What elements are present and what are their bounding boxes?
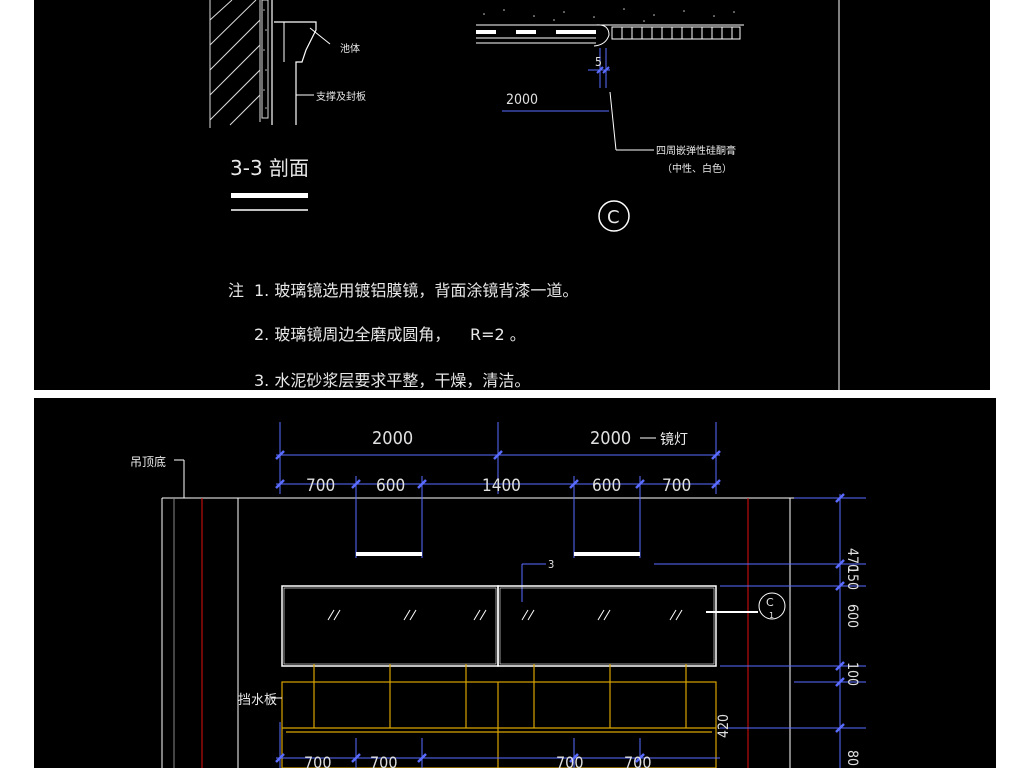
note-1: 1. 玻璃镜选用镀铝膜镜，背面涂镜背漆一道。 [254, 281, 578, 300]
dim-bottom-2: 700 [370, 753, 397, 768]
note-2-radius: R=2 。 [470, 325, 526, 344]
detail-c-circle [598, 200, 630, 232]
dim-right-600: 600 [844, 604, 860, 628]
wall-hatch [209, 0, 261, 128]
dim-overall-2: 2000 [590, 428, 631, 449]
elevation-frame [161, 497, 794, 768]
basin-elevation-drawing: 吊顶底 2000 [130, 422, 866, 768]
mirror-light-left [356, 552, 422, 556]
dimension-ticks [275, 450, 721, 489]
detail-c-label: C [607, 207, 620, 228]
section-title-underline [231, 193, 308, 198]
note-2: 2. 玻璃镜周边全磨成圆角， [254, 325, 450, 344]
dim-right-470: 470 [844, 548, 860, 572]
dim-seg-1: 700 [306, 476, 335, 496]
support-label: 支撑及封板 [316, 90, 366, 103]
top-drawing-panel: 池体 支撑及封板 3-3 剖面 [34, 0, 990, 390]
dim-seg-4: 600 [592, 476, 621, 496]
dim-5-label: 5 [595, 55, 602, 69]
basin-profile [274, 21, 317, 125]
dim-right-80: 80 [844, 750, 860, 766]
bottom-drawing-panel: 吊顶底 2000 [34, 398, 996, 768]
sealant-label-line2: （中性、白色） [662, 162, 732, 175]
sealant-label-line1: 四周嵌弹性硅酮膏 [656, 144, 736, 157]
section-marker-c: C [766, 596, 774, 609]
splash-board-label: 挡水板 [238, 693, 277, 708]
dim-right-150: 150 [844, 566, 860, 590]
section-marker-circle [758, 592, 786, 620]
dim-2000-label: 2000 [506, 92, 538, 108]
pool-label: 池体 [340, 42, 360, 55]
mirror-light-right [574, 552, 640, 556]
notes-prefix: 注 [228, 281, 244, 300]
section-3-3-drawing: 池体 支撑及封板 3-3 剖面 [209, 0, 840, 390]
ceiling-label: 吊顶底 [130, 454, 166, 469]
dim-seg-2: 600 [376, 476, 405, 496]
vanity-cabinet [281, 664, 717, 768]
mirror-glare-marks [327, 609, 683, 621]
dim-bottom-3: 700 [556, 753, 583, 768]
section-title: 3-3 剖面 [230, 156, 309, 180]
dim-right-420: 420 [716, 714, 732, 738]
dim-bottom-1: 700 [304, 753, 331, 768]
mirror-edge-detail: 5 2000 四周嵌弹性硅酮膏 （中性、白色） C [476, 8, 744, 232]
dim-seg-3: 1400 [482, 476, 521, 496]
section-marker-sub: 1 [769, 611, 774, 620]
mirror-light-label: 镜灯 [660, 432, 688, 448]
dim-right-100: 100 [844, 662, 860, 686]
bottom-dimension-chain [276, 722, 720, 768]
dim-overall-1: 2000 [372, 428, 413, 449]
note-3: 3. 水泥砂浆层要求平整，干燥，清洁。 [254, 371, 530, 390]
mortar-layer [261, 0, 269, 119]
notes-block: 注 1. 玻璃镜选用镀铝膜镜，背面涂镜背漆一道。 2. 玻璃镜周边全磨成圆角， … [228, 281, 578, 390]
dim-bottom-4: 700 [624, 753, 651, 768]
callout-3-label: 3 [548, 558, 554, 571]
mirrors [281, 585, 717, 667]
dim-seg-5: 700 [662, 476, 691, 496]
